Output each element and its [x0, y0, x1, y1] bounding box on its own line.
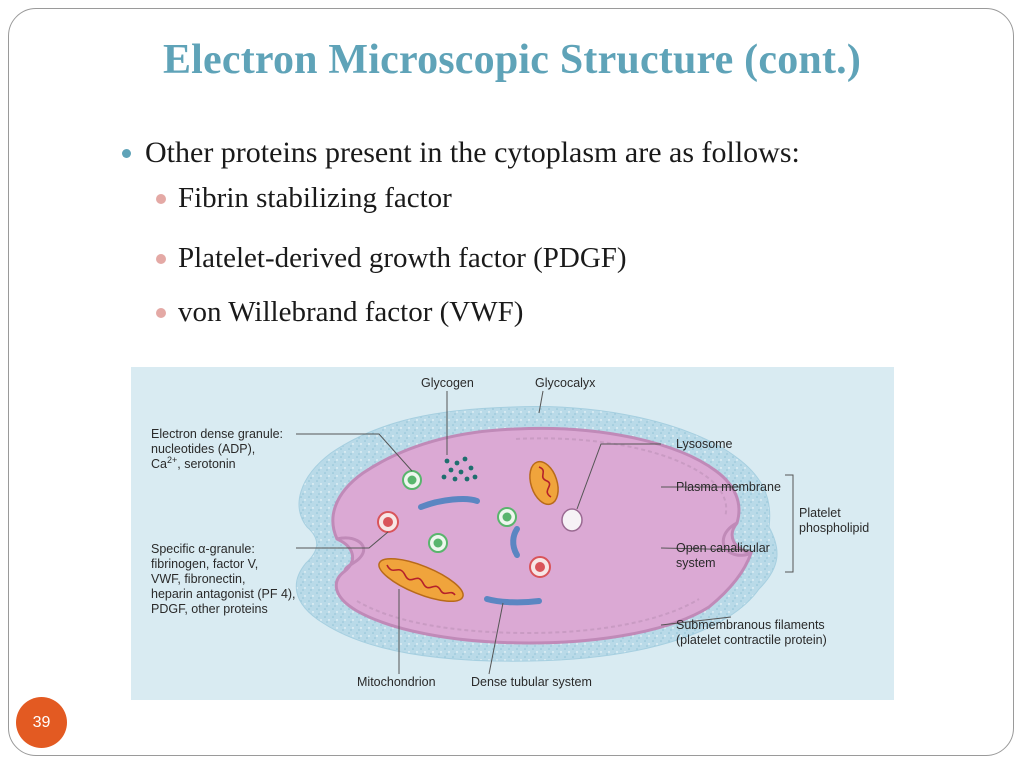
- mitochondrion-shape: [378, 557, 464, 603]
- label-submembranous-1: Submembranous filaments: [676, 618, 825, 632]
- label-ca: Ca: [151, 457, 167, 471]
- label-electron-dense-3: Ca2+, serotonin: [151, 455, 236, 471]
- glycogen-cluster: [441, 456, 478, 482]
- open-canalicular-shape: [336, 536, 366, 572]
- bullet-main-text: Other proteins present in the cytoplasm …: [145, 136, 800, 169]
- bullet-sub-1: Fibrin stabilizing factor: [156, 182, 452, 215]
- lysosome-shape: [561, 508, 583, 532]
- label-open-canalicular-1: Open canalicular: [676, 541, 770, 555]
- label-electron-dense-1: Electron dense granule:: [151, 427, 283, 441]
- platelet-cytoplasm: [331, 426, 753, 645]
- open-canalicular-shape: [721, 521, 752, 557]
- label-open-canalicular-2: system: [676, 556, 716, 570]
- alpha-granule: [377, 511, 399, 533]
- bullet-dot-icon: [122, 148, 131, 158]
- label-serotonin: , serotonin: [177, 457, 235, 471]
- electron-dense-granule: [402, 470, 422, 490]
- label-specific-2: fibrinogen, factor V,: [151, 557, 258, 571]
- submembranous-filaments: [356, 437, 728, 635]
- dense-tubular-segment: [510, 526, 520, 558]
- page-number-badge: 39: [16, 697, 67, 748]
- label-dense-tubular: Dense tubular system: [471, 675, 592, 689]
- label-ca-superscript: 2+: [167, 455, 177, 465]
- label-platelet-phospholipid-2: phospholipid: [799, 521, 869, 535]
- label-submembranous-2: (platelet contractile protein): [676, 633, 827, 647]
- leader-lines: [296, 390, 794, 675]
- bullet-dot-icon: [156, 307, 166, 318]
- electron-dense-granule: [428, 533, 448, 553]
- alpha-granule: [529, 556, 551, 578]
- bullet-main: Other proteins present in the cytoplasm …: [122, 136, 800, 170]
- label-specific-1: Specific α-granule:: [151, 542, 255, 556]
- platelet-diagram: Glycogen Glycocalyx Electron dense granu…: [131, 367, 894, 700]
- label-specific-5: PDGF, other proteins: [151, 602, 268, 616]
- label-specific-4: heparin antagonist (PF 4),: [151, 587, 296, 601]
- bullet-sub-3: von Willebrand factor (VWF): [156, 296, 523, 329]
- label-lysosome: Lysosome: [676, 437, 733, 451]
- slide-title: Electron Microscopic Structure (cont.): [162, 37, 862, 83]
- label-platelet-phospholipid-1: Platelet: [799, 506, 841, 520]
- label-glycogen: Glycogen: [421, 376, 474, 390]
- bullet-sub-text: von Willebrand factor (VWF): [178, 296, 524, 328]
- bullet-sub-2: Platelet-derived growth factor (PDGF): [156, 242, 627, 275]
- mitochondrion-shape: [529, 460, 559, 506]
- dense-tubular-segment: [418, 496, 480, 510]
- bullet-sub-text: Fibrin stabilizing factor: [178, 182, 452, 214]
- bullet-dot-icon: [156, 193, 166, 204]
- label-glycocalyx: Glycocalyx: [535, 376, 596, 390]
- label-mitochondrion: Mitochondrion: [357, 675, 436, 689]
- label-electron-dense-2: nucleotides (ADP),: [151, 442, 255, 456]
- electron-dense-granule: [497, 507, 517, 527]
- label-plasma-membrane: Plasma membrane: [676, 480, 781, 494]
- bullet-sub-text: Platelet-derived growth factor (PDGF): [178, 242, 627, 274]
- dense-tubular-segment: [484, 596, 542, 606]
- bullet-dot-icon: [156, 253, 166, 264]
- label-specific-3: VWF, fibronectin,: [151, 572, 245, 586]
